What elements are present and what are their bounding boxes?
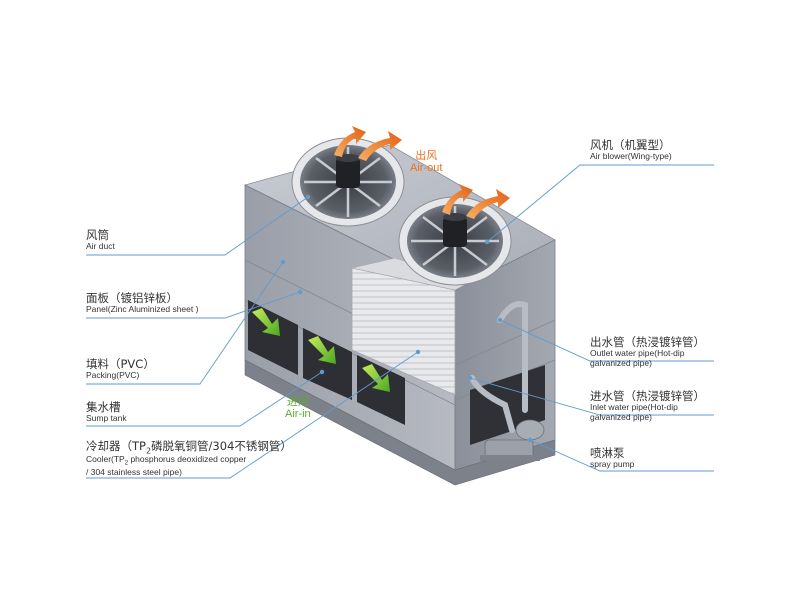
leader-air-blower [486,164,714,243]
label-cn: 进水管（热浸镀锌管） [590,389,705,403]
label-en: Packing(PVC) [86,370,140,381]
cooler-en-sub: 2 [124,461,129,468]
label-en: Air duct [86,241,115,252]
fan-right [398,196,512,286]
air-in-arrows [252,308,390,392]
spray-pump [480,419,545,461]
water-pipes [469,301,528,433]
inlet-water-pipe [469,375,515,433]
air-out-label: 出风 Air-out [410,149,443,175]
sump-tank [244,359,556,486]
leader-dots [280,194,533,443]
label-air-duct: 风筒 Air duct [86,228,115,252]
label-packing: 填料（PVC） Packing(PVC) [86,357,155,381]
label-panel: 面板（镀铝锌板） Panel(Zinc Aluminized sheet ) [86,291,199,315]
air-in-cn: 进风 [286,395,309,408]
label-en-line2: galvanized pipe) [590,357,652,368]
label-cn: 填料（PVC） [86,357,155,371]
label-en: Cooler(TP2 phosphorus deoxidized copper [86,455,292,468]
leader-lines [86,164,714,479]
air-in-arrow [252,308,280,336]
air-out-en: Air-out [410,162,443,175]
outlet-water-pipe [497,301,528,413]
cooler-en-pre: Cooler(TP [86,454,125,465]
leader-inlet-pipe [469,377,714,416]
label-en: Outlet water pipe(Hot-dip [590,348,685,359]
fan-left [291,137,405,227]
air-out-arrows [334,126,510,219]
label-cn: 冷却器（TP2磷脱氧铜管/304不锈钢管） [86,439,292,456]
cooler-cn-sub: 2 [145,446,152,456]
label-en: Sump tank [86,413,127,424]
air-in-en: Air-in [285,408,311,421]
air-out-arrow [442,184,473,215]
label-sump-tank: 集水槽 Sump tank [86,400,127,424]
cooler-cn-post: 磷脱氧铜管/304不锈钢管） [151,439,292,453]
label-cn: 喷淋泵 [590,446,625,460]
label-cn: 出水管（热浸镀锌管） [590,335,705,349]
leader-cooler [86,351,419,479]
cooler-cn-pre: 冷却器（TP [86,439,146,453]
leader-sump-tank [86,371,323,427]
label-en: Air blower(Wing-type) [590,151,672,162]
label-cn: 集水槽 [86,400,121,414]
label-air-blower: 风机（机翼型） Air blower(Wing-type) [590,138,672,162]
label-en: Inlet water pipe(Hot-dip [590,402,678,413]
leader-panel [86,291,301,319]
label-cn: 风机（机翼型） [590,138,671,152]
air-out-arrow [358,131,402,161]
label-en-line2: galvanized pipe) [590,411,652,422]
label-cn: 风筒 [86,228,109,242]
leader-outlet-pipe [499,319,714,362]
air-out-cn: 出风 [415,149,438,162]
label-spray-pump: 喷淋泵 spray pump [590,446,635,470]
leader-spray-pump [529,439,714,472]
label-en: Panel(Zinc Aluminized sheet ) [86,304,199,315]
air-in-arrow [362,364,390,392]
air-out-arrow [334,126,366,157]
label-inlet-pipe: 进水管（热浸镀锌管） Inlet water pipe(Hot-dip galv… [590,389,705,423]
air-in-arrow [308,336,336,364]
leader-packing [86,261,284,385]
cooler-en-post: phosphorus deoxidized copper [128,454,247,465]
label-cooler: 冷却器（TP2磷脱氧铜管/304不锈钢管） Cooler(TP2 phospho… [86,439,292,478]
label-outlet-pipe: 出水管（热浸镀锌管） Outlet water pipe(Hot-dip gal… [590,335,705,369]
label-cn: 面板（镀铝锌板） [86,291,178,305]
air-out-arrow [466,189,510,219]
leader-air-duct [86,196,309,256]
label-en-line2: / 304 stainless steel pipe) [86,467,182,478]
label-en: spray pump [590,459,635,470]
air-in-label: 进风 Air-in [285,395,311,421]
